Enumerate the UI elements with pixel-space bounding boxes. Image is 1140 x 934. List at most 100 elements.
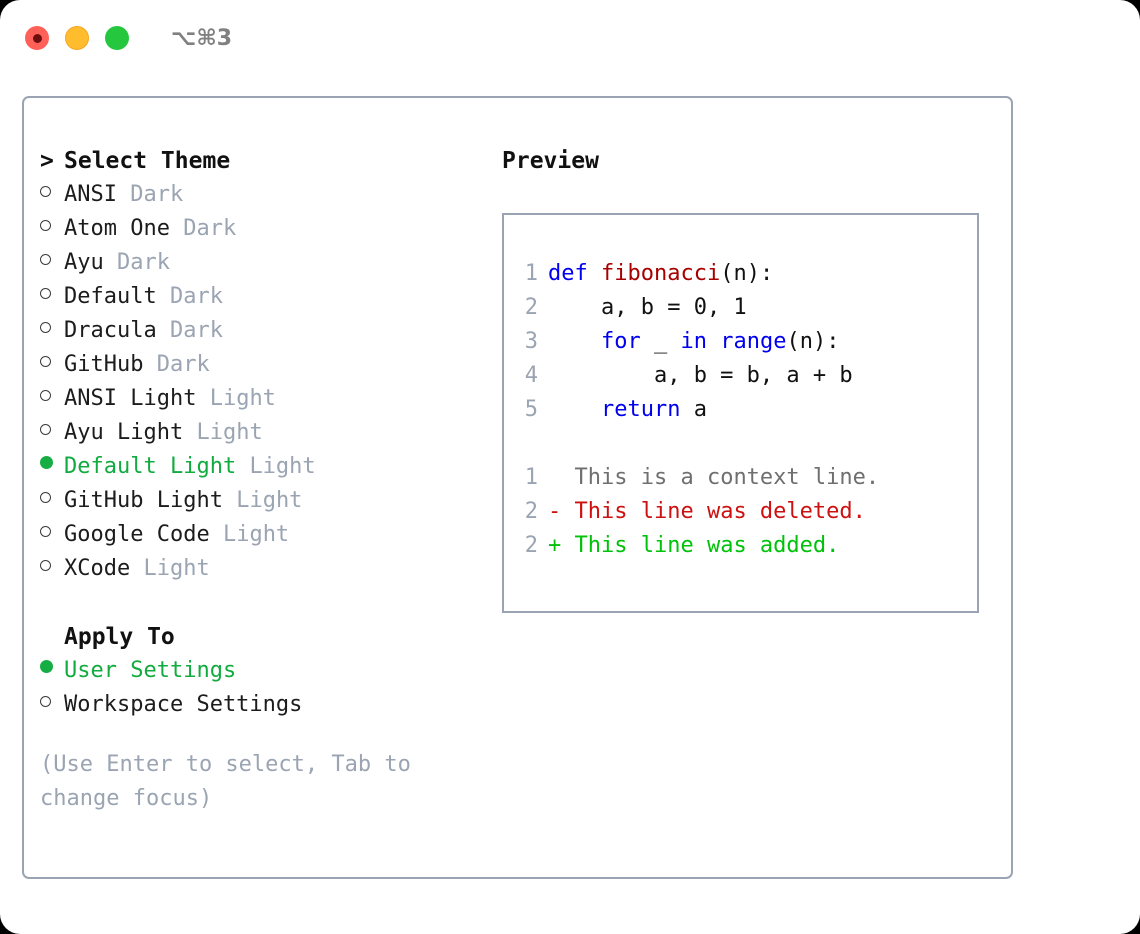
theme-list-item[interactable]: GitHub Light Light [40,488,480,522]
code-token: return [600,397,681,422]
code-line-text: def fibonacci(n): [548,261,773,286]
radio-unselected-icon[interactable] [40,356,64,367]
radio-unselected-icon[interactable] [40,254,64,265]
code-line-text: return a [548,397,707,422]
code-token [548,397,601,422]
radio-unselected-icon[interactable] [40,288,64,299]
preview-title: Preview [502,148,599,174]
theme-name-label: GitHub [64,352,144,377]
theme-list-item[interactable]: Dracula Dark [40,318,480,352]
focus-caret-icon: > [40,148,54,174]
diff-sign: - [548,499,575,524]
diff-text: This line was added. [574,533,840,558]
theme-category-label: Light [143,556,210,581]
label-gap [236,454,249,479]
code-token: def [548,261,601,286]
code-token: range [720,329,787,354]
theme-category-label: Light [249,454,316,479]
theme-list-item[interactable]: XCode Light [40,556,480,590]
code-line: 1 def fibonacci(n): [504,261,977,295]
diff-sample: 1 This is a context line.2- This line wa… [504,465,977,567]
theme-name-label: ANSI [64,182,117,207]
apply-to-list-item[interactable]: User Settings [40,658,480,692]
theme-name-label: Google Code [64,522,210,547]
diff-line: 1 This is a context line. [504,465,977,499]
radio-unselected-icon[interactable] [40,220,64,231]
theme-list-item[interactable]: Google Code Light [40,522,480,556]
code-line-number: 2 [524,295,538,320]
radio-unselected-icon[interactable] [40,424,64,435]
diff-line: 2+ This line was added. [504,533,977,567]
theme-list-item[interactable]: Atom One Dark [40,216,480,250]
window-controls [25,26,129,50]
label-gap [104,250,117,275]
zoom-button-icon[interactable] [105,26,129,50]
label-gap [143,352,156,377]
theme-category-label: Dark [117,250,170,275]
theme-list-item[interactable]: GitHub Dark [40,352,480,386]
code-token [548,329,601,354]
code-token: (n): [786,329,840,354]
theme-list-item[interactable]: Ayu Dark [40,250,480,284]
code-line: 5 return a [504,397,977,431]
theme-category-label: Light [196,420,263,445]
theme-category-label: Light [236,488,303,513]
theme-list-item[interactable]: Default Dark [40,284,480,318]
theme-category-label: Dark [183,216,237,241]
diff-sign [548,465,575,490]
code-token: _ [640,329,681,354]
code-line-text: for _ in range(n): [548,329,839,354]
select-theme-header-label: Select Theme [64,148,231,174]
theme-category-label: Dark [156,352,210,377]
theme-category-label: Light [209,386,276,411]
label-gap [157,318,170,343]
code-token: a [680,397,707,422]
radio-unselected-icon[interactable] [40,526,64,537]
diff-line: 2- This line was deleted. [504,499,977,533]
label-gap [170,216,183,241]
theme-category-label: Light [222,522,290,547]
theme-list-item[interactable]: Default Light Light [40,454,480,488]
apply-to-list-item[interactable]: Workspace Settings [40,692,480,726]
code-token: for [600,329,641,354]
label-gap [223,488,236,513]
theme-name-label: Ayu Light [64,420,184,445]
radio-selected-icon[interactable] [40,456,64,469]
code-line-text: a, b = b, a + b [548,363,853,388]
radio-unselected-icon[interactable] [40,492,64,503]
radio-unselected-icon[interactable] [40,390,64,401]
list-spacer [40,590,480,624]
diff-line-number: 1 [524,465,538,490]
theme-list-item[interactable]: Ayu Light Light [40,420,480,454]
title-bar: ⌥⌘3 [0,0,1140,76]
code-token: fibonacci [600,261,721,286]
radio-unselected-icon[interactable] [40,696,64,707]
code-line-text: a, b = 0, 1 [548,295,747,320]
close-button-icon[interactable] [25,26,49,50]
minimize-button-icon[interactable] [65,26,89,50]
code-line: 2 a, b = 0, 1 [504,295,977,329]
code-line-number: 4 [524,363,538,388]
label-gap [196,386,209,411]
code-line-number: 1 [524,261,538,286]
theme-list-item[interactable]: ANSI Light Light [40,386,480,420]
code-token: a, b = 0, 1 [548,295,747,320]
apply-to-label: User Settings [64,658,237,683]
theme-list-item[interactable]: ANSI Dark [40,182,480,216]
code-line: 4 a, b = b, a + b [504,363,977,397]
theme-name-label: Default Light [64,454,237,479]
radio-selected-icon[interactable] [40,660,64,673]
radio-unselected-icon[interactable] [40,186,64,197]
label-gap [183,420,196,445]
radio-unselected-icon[interactable] [40,322,64,333]
diff-text: This line was deleted. [574,499,866,524]
radio-unselected-icon[interactable] [40,560,64,571]
keyboard-hint: (Use Enter to select, Tab to change focu… [40,752,411,811]
diff-line-number: 2 [524,499,538,524]
label-gap [157,284,170,309]
